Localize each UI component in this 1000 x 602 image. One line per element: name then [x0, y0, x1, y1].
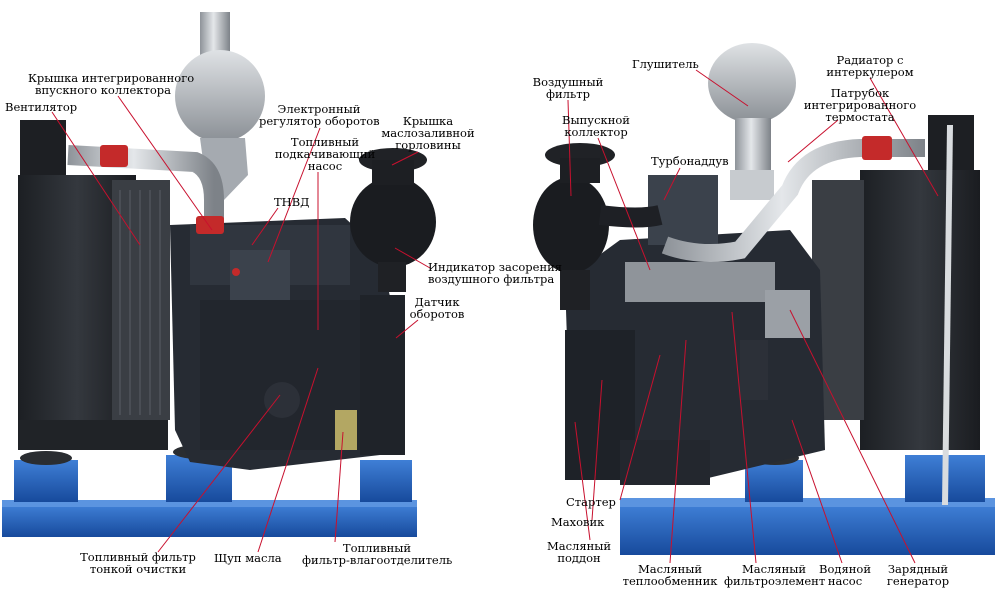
right-radiator [860, 170, 980, 450]
leader-alternator [789, 309, 916, 564]
label-dipstick: Щуп масла [214, 551, 282, 565]
right-turbo [648, 175, 718, 245]
leader-injection-pump [251, 207, 279, 246]
leader-fan [51, 111, 141, 246]
right-radiator-pipe [942, 124, 953, 506]
left-rubber-mount-1 [20, 451, 72, 465]
right-engine-view [533, 43, 995, 555]
leader-speed-sensor [395, 319, 419, 339]
right-base-top [620, 498, 995, 507]
leader-oil-filler-cap [391, 151, 419, 166]
leader-oil-cooler [669, 339, 687, 564]
leader-lines [51, 69, 939, 564]
label-muffler: Глушитель [632, 57, 699, 71]
left-muffler [175, 50, 265, 142]
leader-oil-filter [731, 311, 757, 564]
leader-oil-pan [574, 421, 591, 541]
leader-thermostat-pipe [787, 119, 839, 163]
left-mount-3 [360, 460, 412, 502]
right-exhaust-down [735, 118, 771, 178]
right-oil-filter [740, 340, 768, 400]
right-intake-pipe [661, 139, 925, 262]
leader-air-filter [567, 99, 572, 197]
left-base-top [2, 500, 417, 507]
right-air-filter-stem [560, 270, 590, 310]
label-fan: Вентилятор [5, 100, 78, 114]
left-mount-1 [14, 460, 78, 502]
left-timing-cover [360, 295, 405, 455]
leader-dipstick [257, 367, 319, 553]
leader-muffler [695, 69, 749, 107]
right-base-frame [620, 505, 995, 555]
left-water-separator [335, 410, 357, 450]
label-starter: Стартер [566, 495, 616, 509]
right-mount-1 [745, 460, 803, 502]
right-red-hose-1 [862, 136, 892, 160]
leader-turbocharger [663, 167, 681, 201]
right-exhaust-bellows [730, 170, 774, 200]
leader-starter [619, 354, 661, 501]
leader-fuel-water-separator [334, 431, 344, 543]
leader-exhaust-manifold [597, 137, 651, 271]
right-exhaust-manifold [625, 262, 775, 302]
left-intake-pipe [67, 145, 224, 225]
left-exhaust-elbow [200, 138, 248, 200]
leader-fine-fuel-filter [157, 394, 281, 553]
left-base-frame [2, 505, 417, 537]
leader-air-filter-indicator [394, 247, 431, 269]
leader-flywheel [591, 379, 603, 521]
right-oil-pan [620, 440, 710, 485]
left-engine-view [2, 12, 436, 537]
label-turbocharger: Турбонаддув [651, 154, 729, 168]
right-air-filter [533, 177, 609, 273]
leader-intake-cover [117, 95, 213, 231]
leader-water-pump [791, 419, 843, 564]
left-red-plug [232, 268, 240, 276]
left-air-filter [350, 177, 436, 267]
left-radiator-bracket [20, 120, 66, 180]
left-radiator-footer [18, 420, 168, 450]
leader-electronic-regulator [267, 127, 321, 263]
left-red-hose-2 [196, 216, 224, 234]
left-red-hose-1 [100, 145, 128, 167]
right-air-hose [598, 205, 663, 228]
left-fan-guard [119, 190, 161, 415]
right-air-filter-body [560, 158, 600, 183]
right-muffler [708, 43, 796, 123]
right-alternator [765, 290, 810, 338]
label-injection-pump: ТНВД [274, 195, 310, 209]
left-air-filter-stem [378, 262, 406, 292]
left-fuel-filter [264, 382, 300, 418]
leader-radiator-intercooler [869, 77, 939, 197]
label-flywheel: Маховик [551, 515, 605, 529]
